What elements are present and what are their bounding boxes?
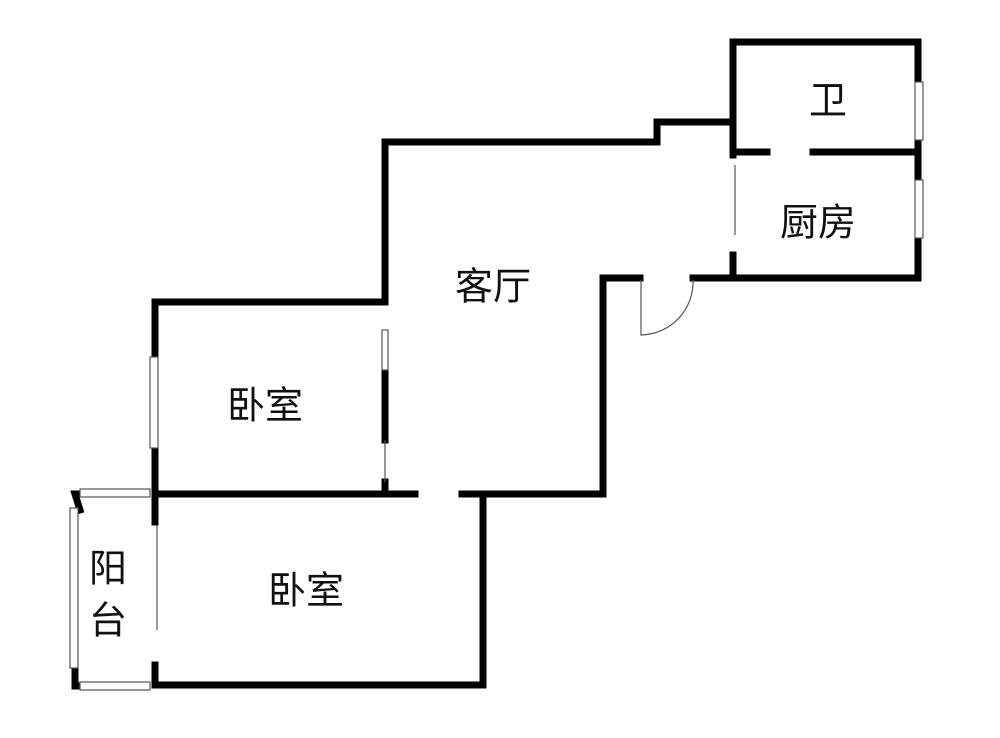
room-label-balcony-1: 阳 [89, 547, 127, 591]
room-label-living-room: 客厅 [455, 265, 531, 309]
windows [69, 81, 924, 691]
doors [156, 165, 736, 630]
room-label-balcony-2: 台 [89, 599, 127, 643]
walls [70, 38, 922, 690]
room-label-kitchen: 厨房 [780, 201, 856, 245]
room-label-bedroom-south: 卧室 [268, 569, 344, 613]
room-label-bedroom-north: 卧室 [227, 384, 303, 428]
room-label-bathroom: 卫 [809, 79, 847, 123]
